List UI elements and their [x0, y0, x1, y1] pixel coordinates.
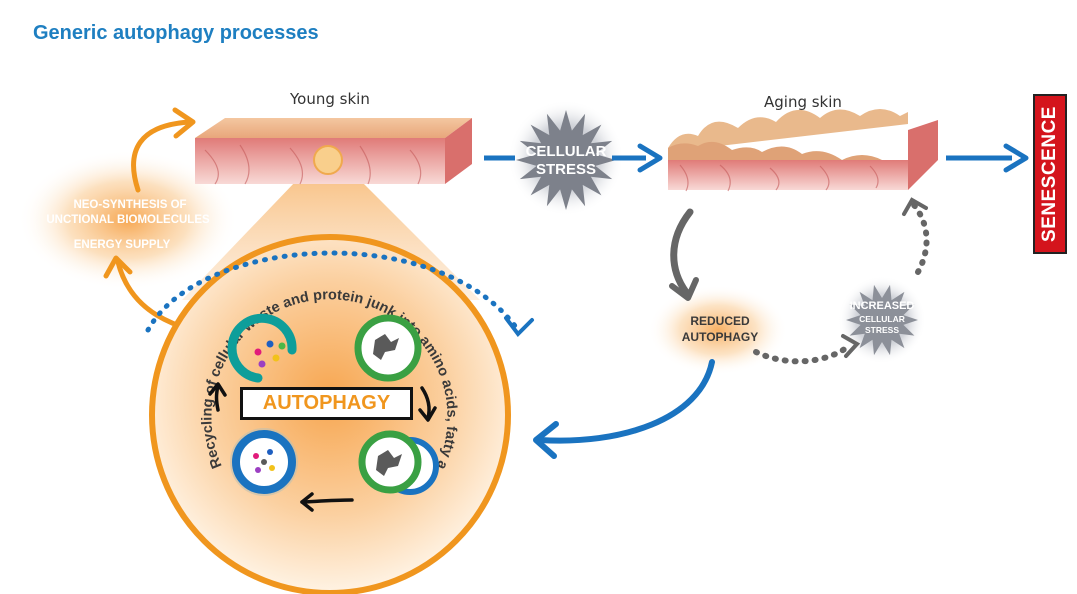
neo-synthesis-glow	[18, 150, 238, 290]
autophagy-circle: Recycling of cellular waste and protein …	[0, 0, 511, 594]
cellular-stress-burst: CELLULAR STRESS	[508, 100, 624, 216]
reduced-autophagy-glow	[648, 285, 788, 375]
senescence-badge: SENESCENCE	[1033, 94, 1067, 254]
neo-synthesis-label-2: UNCTIONAL BIOMOLECULES	[46, 214, 210, 226]
young-skin-block	[195, 118, 472, 185]
diagram-title: Generic autophagy processes	[33, 22, 319, 44]
aging-skin-label: Aging skin	[764, 93, 842, 111]
increased-label-3: STRESS	[865, 325, 899, 335]
increased-label-2: CELLULAR	[859, 314, 905, 324]
gray-dotted-arrow-to-aging	[911, 202, 930, 275]
blue-dotted-arc-head	[504, 316, 534, 338]
young-skin-label: Young skin	[290, 90, 370, 108]
increased-label-1: INCREASED	[850, 300, 915, 312]
phagophore-icon	[227, 313, 297, 383]
energy-supply-label: ENERGY SUPPLY	[74, 239, 171, 251]
autolysosome-icon	[230, 428, 298, 496]
cellular-stress-label-2: STRESS	[536, 161, 596, 178]
blue-arrow-aging-to-senescence	[946, 143, 1029, 173]
neo-synthesis-label-1: NEO-SYNTHESIS OF	[73, 199, 186, 211]
gray-dotted-arrow-to-stress-head	[841, 334, 861, 358]
aging-skin-block	[668, 109, 938, 192]
reduced-autophagy-label-1: REDUCED	[690, 314, 750, 328]
autophagy-label-box: AUTOPHAGY	[240, 387, 413, 420]
blue-arrow-stress-to-aging	[612, 143, 663, 173]
cycle-arrows	[208, 382, 437, 512]
autophagosome-icon	[354, 314, 422, 382]
cellular-stress-label-1: CELLULAR	[526, 143, 607, 160]
gray-dotted-arrow-to-stress	[753, 342, 853, 365]
reduced-autophagy-label-2: AUTOPHAGY	[682, 330, 758, 344]
orange-arrow-to-young-skin	[131, 107, 196, 193]
gray-dotted-arrow-to-aging-head	[902, 197, 928, 216]
lysosome-fusion-icon	[358, 430, 439, 495]
gray-arrow-aging-to-reduced	[669, 208, 699, 301]
senescence-label: SENESCENCE	[1039, 106, 1060, 242]
blue-dotted-arc	[145, 250, 521, 333]
increased-stress-burst: INCREASED CELLULAR STRESS	[838, 276, 926, 364]
blue-arrow-reduced-to-circle	[533, 359, 715, 459]
